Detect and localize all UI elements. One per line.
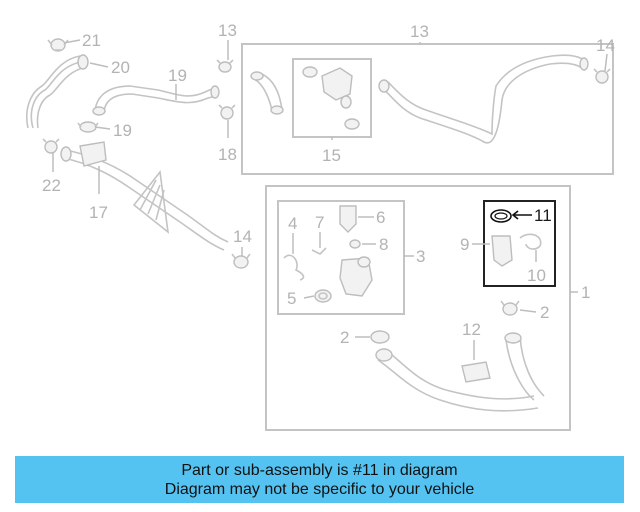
valve-16 — [302, 66, 360, 130]
callout-10: 10 — [527, 266, 546, 285]
banner-line-1: Part or sub-assembly is #11 in diagram — [181, 462, 458, 479]
o-ring-11 — [490, 209, 512, 223]
hose-small-13 — [250, 71, 284, 115]
hose-lower-1 — [375, 332, 545, 412]
pipe-17 — [60, 141, 229, 251]
callout-15: 14 — [596, 36, 615, 55]
banner-line-2: Diagram may not be specific to your vehi… — [164, 481, 475, 498]
callout-13: 13 — [410, 22, 429, 41]
callout-19-left: 19 — [113, 121, 132, 140]
callout-14-low: 14 — [233, 227, 252, 246]
callout-20: 20 — [111, 58, 130, 77]
callout-16: 15 — [322, 146, 341, 165]
o-ring-5 — [314, 289, 332, 303]
hose-main-13 — [378, 54, 589, 144]
callout-22: 22 — [42, 176, 61, 195]
callout-2-left: 2 — [340, 328, 349, 347]
group-box-1 — [265, 185, 571, 431]
callout-12: 12 — [462, 320, 481, 339]
bracket-12 — [461, 361, 491, 383]
housing-3 — [339, 256, 373, 297]
callout-labels: 21 20 19 19 22 17 13 18 14 14 13 15 4 7 … — [42, 21, 615, 347]
clip-7 — [311, 247, 327, 255]
o-ring-8 — [349, 239, 361, 249]
callout-9: 9 — [460, 235, 469, 254]
callout-14-top: 13 — [218, 21, 237, 40]
callout-6: 6 — [376, 208, 385, 227]
hose-20 — [26, 54, 89, 129]
clamp-15 — [593, 68, 611, 84]
clamp-22 — [42, 138, 60, 154]
callout-19-mid: 18 — [218, 145, 237, 164]
callout-17: 17 — [89, 203, 108, 222]
clip-10 — [519, 233, 542, 250]
callout-5: 5 — [287, 289, 296, 308]
callout-2-right: 2 — [540, 303, 549, 322]
group-box-3 — [277, 200, 405, 315]
info-banner: Part or sub-assembly is #11 in diagram D… — [15, 456, 624, 503]
callout-1: 1 — [581, 283, 590, 302]
fitting-9 — [491, 235, 513, 267]
callout-21: 21 — [82, 31, 101, 50]
callout-3: 3 — [416, 247, 425, 266]
clamp-2-left — [370, 330, 390, 344]
callout-18: 19 — [168, 66, 187, 85]
callout-8: 8 — [379, 235, 388, 254]
clip-4 — [283, 254, 305, 281]
group-box-13 — [241, 43, 614, 175]
hose-18 — [92, 85, 220, 116]
leader-lines — [52, 39, 608, 360]
clamp-14-top — [216, 59, 234, 73]
clamp-14-low — [231, 253, 251, 269]
clamp-19-mid — [218, 104, 236, 120]
clamp-2-right — [500, 300, 520, 316]
parts-diagram: 21 20 19 19 22 17 13 18 14 14 13 15 4 7 … — [26, 21, 615, 431]
callout-7: 7 — [315, 213, 324, 232]
clamp-21 — [47, 38, 69, 52]
callout-11: 11 — [534, 206, 552, 225]
callout-4: 4 — [288, 214, 297, 233]
sensor-6 — [339, 205, 357, 233]
